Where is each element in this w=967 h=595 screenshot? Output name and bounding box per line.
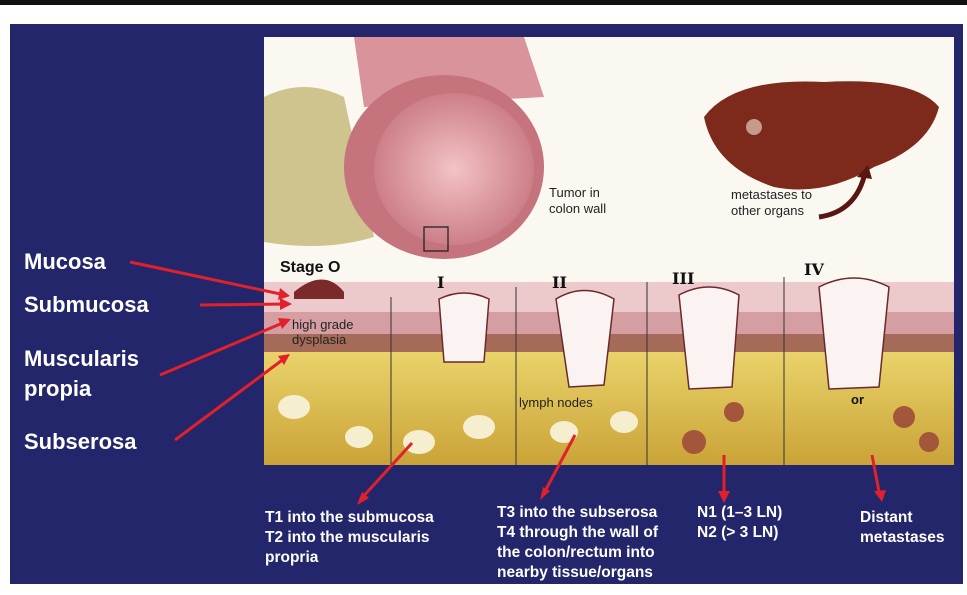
caption-t3: T3 into the subserosa — [497, 503, 657, 523]
caption-t4: T4 through the wall of — [497, 523, 658, 543]
caption-t1: T1 into the submucosa — [265, 508, 434, 528]
caption-n2: N2 (> 3 LN) — [697, 523, 778, 543]
caption-t4-cont2: nearby tissue/organs — [497, 563, 653, 583]
caption-distant: Distant — [860, 508, 913, 528]
caption-t2-cont: propria — [265, 548, 318, 568]
caption-t4-cont1: the colon/rectum into — [497, 543, 655, 563]
label-mucosa: Mucosa — [24, 247, 106, 277]
caption-t2: T2 into the muscularis — [265, 528, 430, 548]
label-muscularis: Muscularis — [24, 344, 139, 374]
label-subserosa: Subserosa — [24, 427, 137, 457]
label-propia: propia — [24, 374, 91, 404]
label-submucosa: Submucosa — [24, 290, 149, 320]
caption-n1: N1 (1–3 LN) — [697, 503, 782, 523]
caption-metastases: metastases — [860, 528, 944, 548]
